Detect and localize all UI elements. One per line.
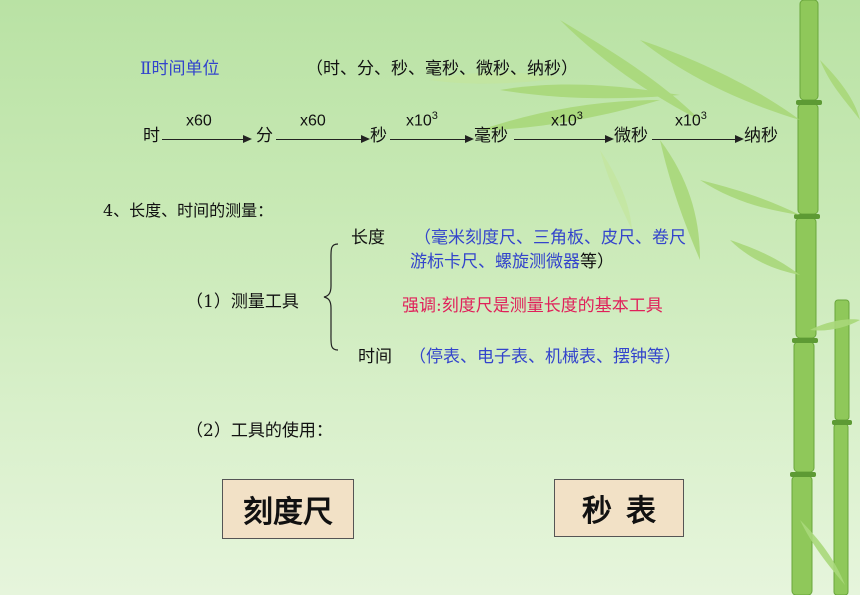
length-tools-line2: 游标卡尺、螺旋测微器等） xyxy=(410,247,614,272)
arrow-millisecond-microsecond xyxy=(514,135,614,143)
unit-nanosecond: 纳秒 xyxy=(744,126,778,146)
tool-usage-label: （2）工具的使用： xyxy=(186,421,333,441)
ruler-button[interactable]: 刻度尺 xyxy=(222,479,354,539)
arrow-second-millisecond xyxy=(390,135,474,143)
curly-brace xyxy=(323,243,339,351)
time-tools: （停表、电子表、机械表、摆钟等） xyxy=(409,347,681,367)
emphasis-note: 强调:刻度尺是测量长度的基本工具 xyxy=(402,296,663,316)
factor-minute-second: x60 xyxy=(300,112,326,130)
length-tools-line2-tail: 等） xyxy=(580,252,614,272)
unit-microsecond: 微秒 xyxy=(614,126,648,146)
unit-millisecond: 毫秒 xyxy=(474,126,508,146)
factor-millisecond-microsecond: x103 xyxy=(551,110,583,130)
time-unit-heading: Ⅱ时间单位 xyxy=(140,59,220,79)
time-unit-list: （时、分、秒、毫秒、微秒、纳秒） xyxy=(306,59,578,79)
time-label: 时间 xyxy=(358,347,392,367)
length-tools-line2-blue: 游标卡尺、螺旋测微器 xyxy=(410,252,580,272)
factor-hour-minute: x60 xyxy=(186,112,212,130)
unit-hour: 时 xyxy=(143,126,160,146)
length-tools-line1: （毫米刻度尺、三角板、皮尺、卷尺 xyxy=(414,228,686,248)
unit-minute: 分 xyxy=(256,126,273,146)
arrow-hour-minute xyxy=(162,135,252,143)
factor-microsecond-nanosecond: x103 xyxy=(675,110,707,130)
unit-second: 秒 xyxy=(370,126,387,146)
stopwatch-button[interactable]: 秒表 xyxy=(554,479,684,537)
length-label: 长度 xyxy=(351,228,385,248)
arrow-microsecond-nanosecond xyxy=(652,135,744,143)
section-title: 4、长度、时间的测量： xyxy=(103,201,274,220)
factor-second-millisecond: x103 xyxy=(406,110,438,130)
measuring-tools-label: （1）测量工具 xyxy=(186,292,299,312)
arrow-minute-second xyxy=(276,135,370,143)
